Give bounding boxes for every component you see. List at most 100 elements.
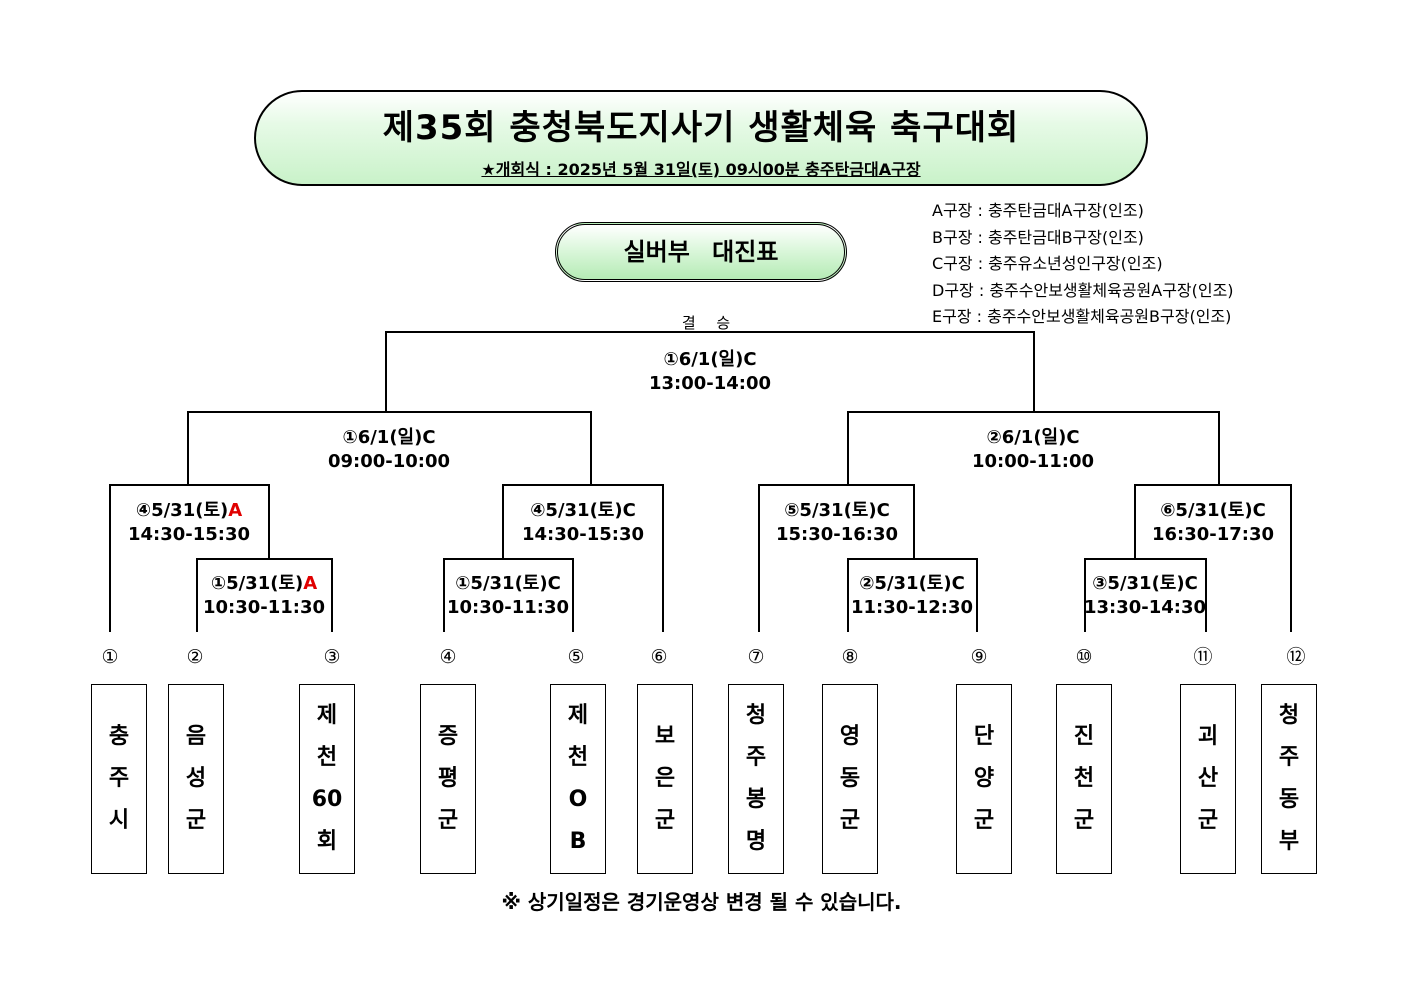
slot-number: ②	[186, 646, 204, 668]
bracket-line	[385, 331, 387, 413]
bracket-line	[1033, 331, 1035, 413]
slot-number: ⑫	[1286, 646, 1306, 668]
tournament-title: 제35회 충청북도지사기 생활체육 축구대회	[382, 108, 1020, 148]
match-date: ④5/31(토)A	[128, 499, 250, 523]
team-box: 청 주 동 부	[1261, 684, 1317, 874]
match-time: 10:00-11:00	[971, 451, 1095, 472]
match-time: 14:30-15:30	[127, 524, 251, 545]
bracket-line	[590, 411, 592, 486]
bracket-line	[196, 558, 333, 560]
match-date: ①5/31(토)A	[203, 572, 325, 596]
match-time: 15:30-16:30	[775, 524, 899, 545]
slot-number: ⑦	[747, 646, 765, 668]
slot-number: ⑨	[970, 646, 988, 668]
team-name: 증 평 군	[437, 724, 459, 833]
team-box: 음 성 군	[168, 684, 224, 874]
venue-code: A	[303, 573, 318, 594]
bracket-line	[1205, 558, 1207, 632]
semifinal-left-label: ①6/1(일)C 09:00-10:00	[328, 426, 450, 474]
match-date: ①6/1(일)C	[342, 427, 436, 448]
match-time: 13:30-14:30	[1083, 597, 1207, 618]
division-title: 실버부 대진표	[555, 222, 847, 282]
bracket-line	[758, 484, 915, 486]
bracket-line	[913, 484, 915, 560]
final-label: 결 승	[681, 314, 739, 332]
bracket-line	[758, 484, 760, 632]
match-time: 10:30-11:30	[446, 597, 570, 618]
round1-match-4-label: ③5/31(토)C 13:30-14:30	[1084, 572, 1206, 620]
team-name: 음 성 군	[185, 724, 207, 833]
schedule-change-note: ※ 상기일정은 경기운영상 변경 될 수 있습니다.	[501, 890, 902, 914]
round1-match-2-label: ①5/31(토)C 10:30-11:30	[447, 572, 569, 620]
match-date: ⑤5/31(토)C	[784, 500, 890, 521]
quarterfinal-4-label: ⑥5/31(토)C 16:30-17:30	[1152, 499, 1274, 547]
team-name: 충 주 시	[108, 724, 130, 833]
match-date: ①6/1(일)C	[663, 349, 757, 370]
match-date: ③5/31(토)C	[1092, 573, 1198, 594]
bracket-line	[1134, 484, 1292, 486]
bracket-line	[331, 558, 333, 632]
venue-item: C구장 : 충주유소년성인구장(인조)	[932, 254, 1163, 273]
team-box: 증 평 군	[420, 684, 476, 874]
team-name: 제 천 60 회	[311, 703, 343, 854]
bracket-line	[1218, 411, 1220, 486]
bracket-line	[1084, 558, 1207, 560]
bracket-line	[196, 558, 198, 632]
team-name: 청 주 동 부	[1278, 703, 1300, 854]
match-date: ②6/1(일)C	[986, 427, 1080, 448]
bracket-line	[1290, 484, 1292, 632]
bracket-line	[385, 331, 1035, 333]
match-date: ⑥5/31(토)C	[1160, 500, 1266, 521]
match-time: 09:00-10:00	[327, 451, 451, 472]
bracket-line	[187, 411, 592, 413]
team-name: 제 천 O B	[567, 703, 589, 854]
bracket-line	[976, 558, 978, 632]
bracket-line	[847, 558, 849, 632]
bracket-line	[1084, 558, 1086, 632]
team-box: 제 천 O B	[550, 684, 606, 874]
slot-number: ④	[439, 646, 457, 668]
team-name: 괴 산 군	[1197, 724, 1219, 833]
opening-ceremony-info: ★개회식 : 2025년 5월 31일(토) 09시00분 충주탄금대A구장	[256, 156, 1146, 180]
round1-match-1-label: ①5/31(토)A 10:30-11:30	[203, 572, 325, 620]
bracket-line	[443, 558, 574, 560]
match-time: 16:30-17:30	[1151, 524, 1275, 545]
quarterfinal-2-label: ④5/31(토)C 14:30-15:30	[522, 499, 644, 547]
team-box: 단 양 군	[956, 684, 1012, 874]
venue-list: A구장 : 충주탄금대A구장(인조) B구장 : 충주탄금대B구장(인조) C구…	[932, 198, 1234, 331]
bracket-line	[443, 558, 445, 632]
bracket-line	[502, 484, 664, 486]
quarterfinal-3-label: ⑤5/31(토)C 15:30-16:30	[776, 499, 898, 547]
slot-number: ⑩	[1075, 646, 1093, 668]
slot-number: ⑤	[567, 646, 585, 668]
team-box: 제 천 60 회	[299, 684, 355, 874]
bracket-line	[268, 484, 270, 560]
team-name: 청 주 봉 명	[745, 703, 767, 854]
title-banner: 제35회 충청북도지사기 생활체육 축구대회 ★개회식 : 2025년 5월 3…	[254, 90, 1148, 186]
bracket-line	[1134, 484, 1136, 560]
match-date: ①5/31(토)C	[455, 573, 561, 594]
bracket-line	[109, 484, 270, 486]
venue-item: D구장 : 충주수안보생활체육공원A구장(인조)	[932, 280, 1234, 300]
slot-number: ⑧	[841, 646, 859, 668]
venue-item: A구장 : 충주탄금대A구장(인조)	[932, 201, 1144, 220]
team-box: 괴 산 군	[1180, 684, 1236, 874]
match-time: 10:30-11:30	[202, 597, 326, 618]
bracket-line	[847, 411, 1220, 413]
slot-number: ⑪	[1193, 646, 1213, 668]
match-date-text: ④5/31(토)	[135, 500, 229, 521]
team-name: 단 양 군	[973, 724, 995, 833]
slot-number: ③	[323, 646, 341, 668]
bracket-line	[662, 484, 664, 632]
match-time: 13:00-14:00	[648, 373, 772, 394]
team-box: 충 주 시	[91, 684, 147, 874]
team-box: 청 주 봉 명	[728, 684, 784, 874]
opening-ceremony-text: ★개회식 : 2025년 5월 31일(토) 09시00분 충주탄금대A구장	[481, 160, 921, 179]
team-box: 영 동 군	[822, 684, 878, 874]
bracket-line	[847, 411, 849, 486]
bracket-line	[109, 484, 111, 632]
bracket-line	[187, 411, 189, 486]
venue-item: B구장 : 충주탄금대B구장(인조)	[932, 227, 1144, 247]
match-time: 11:30-12:30	[850, 597, 974, 618]
match-date: ④5/31(토)C	[530, 500, 636, 521]
